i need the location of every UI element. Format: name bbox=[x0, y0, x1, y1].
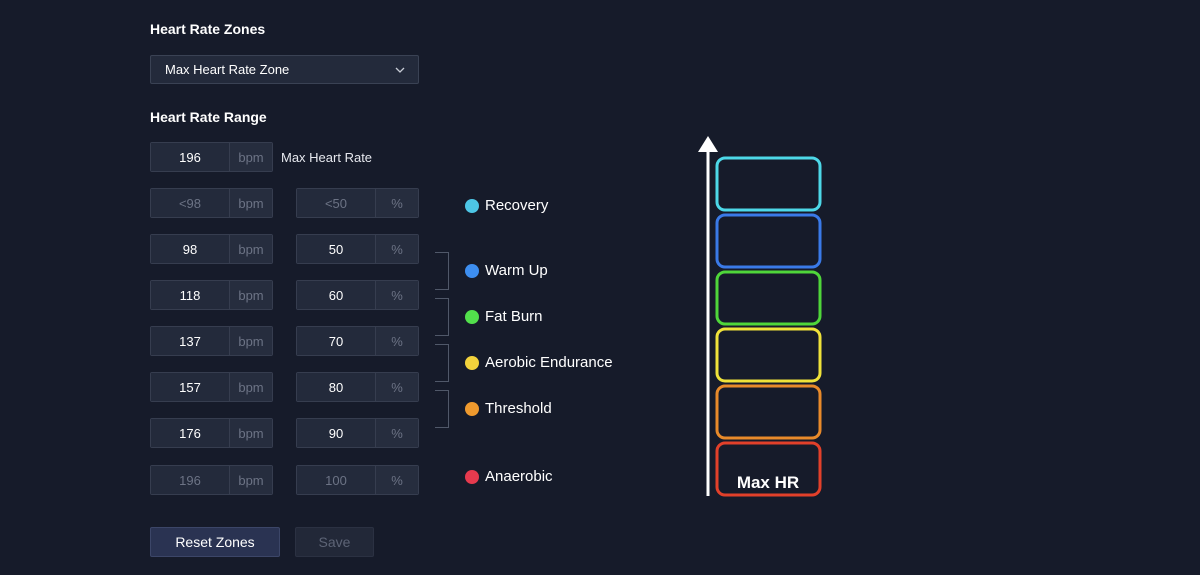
bpm-unit: bpm bbox=[229, 327, 272, 355]
zone-pct-field-4: % bbox=[296, 372, 419, 402]
zone-pct-field-2: % bbox=[296, 280, 419, 310]
save-button[interactable]: Save bbox=[295, 527, 374, 557]
anaerobic-bpm-input bbox=[151, 466, 229, 494]
diagram-box-recovery bbox=[715, 156, 822, 212]
diagram-box-warm-up bbox=[715, 213, 822, 269]
zone-bracket-warm-up bbox=[435, 252, 449, 290]
anaerobic-pct-input bbox=[297, 466, 375, 494]
percent-unit: % bbox=[375, 189, 418, 217]
diagram-box-threshold bbox=[715, 384, 822, 440]
zone-bracket-fat-burn bbox=[435, 298, 449, 336]
heart-rate-range-title: Heart Rate Range bbox=[150, 109, 267, 125]
zone-bpm-field-2: bpm bbox=[150, 280, 273, 310]
bpm-unit: bpm bbox=[229, 373, 272, 401]
zone-label-threshold: Threshold bbox=[465, 400, 552, 417]
zone-label-text: Aerobic Endurance bbox=[485, 354, 613, 371]
zone-pct-input-2[interactable] bbox=[297, 281, 375, 309]
max-heart-rate-label: Max Heart Rate bbox=[281, 150, 373, 165]
threshold-dot-icon bbox=[465, 401, 479, 416]
zone-pct-field-1: % bbox=[296, 234, 419, 264]
bpm-unit: bpm bbox=[229, 189, 272, 217]
zone-bpm-field-5: bpm bbox=[150, 418, 273, 448]
recovery-bpm-field: bpm bbox=[150, 188, 273, 218]
zone-bpm-input-5[interactable] bbox=[151, 419, 229, 447]
zone-bpm-input-1[interactable] bbox=[151, 235, 229, 263]
zone-label-text: Fat Burn bbox=[485, 308, 543, 325]
diagram-box-aerobic bbox=[715, 327, 822, 383]
zone-bpm-field-3: bpm bbox=[150, 326, 273, 356]
max-heart-rate-field: bpm bbox=[150, 142, 273, 172]
arrow-up-icon bbox=[698, 136, 718, 152]
zone-bpm-field-1: bpm bbox=[150, 234, 273, 264]
bpm-unit: bpm bbox=[229, 235, 272, 263]
percent-unit: % bbox=[375, 281, 418, 309]
bpm-unit: bpm bbox=[229, 466, 272, 494]
zone-bpm-input-3[interactable] bbox=[151, 327, 229, 355]
heart-rate-zones-title: Heart Rate Zones bbox=[150, 21, 266, 37]
zone-bracket-threshold bbox=[435, 390, 449, 428]
zone-pct-input-4[interactable] bbox=[297, 373, 375, 401]
warm-up-dot-icon bbox=[465, 263, 479, 278]
zone-label-fat-burn: Fat Burn bbox=[465, 308, 543, 325]
zone-bpm-input-4[interactable] bbox=[151, 373, 229, 401]
zone-bpm-input-2[interactable] bbox=[151, 281, 229, 309]
fat-burn-dot-icon bbox=[465, 309, 479, 324]
zone-label-recovery: Recovery bbox=[465, 197, 548, 214]
zone-pct-field-5: % bbox=[296, 418, 419, 448]
bpm-unit: bpm bbox=[229, 143, 272, 171]
recovery-bpm-input bbox=[151, 189, 229, 217]
recovery-pct-input bbox=[297, 189, 375, 217]
zone-bracket-aerobic bbox=[435, 344, 449, 382]
zone-label-aerobic-endurance: Aerobic Endurance bbox=[465, 354, 613, 371]
zone-label-text: Anaerobic bbox=[485, 468, 553, 485]
anaerobic-dot-icon bbox=[465, 469, 479, 484]
recovery-dot-icon bbox=[465, 198, 479, 213]
percent-unit: % bbox=[375, 466, 418, 494]
zone-label-text: Recovery bbox=[485, 197, 549, 214]
percent-unit: % bbox=[375, 235, 418, 263]
zone-type-select[interactable]: Max Heart Rate Zone bbox=[150, 55, 419, 84]
zone-pct-field-3: % bbox=[296, 326, 419, 356]
zone-label-text: Warm Up bbox=[485, 262, 548, 279]
anaerobic-bpm-field: bpm bbox=[150, 465, 273, 495]
zone-pct-input-1[interactable] bbox=[297, 235, 375, 263]
diagram-box-anaerobic bbox=[715, 441, 822, 497]
anaerobic-pct-field: % bbox=[296, 465, 419, 495]
zone-stack-diagram: Max HR bbox=[698, 136, 822, 497]
max-heart-rate-input[interactable] bbox=[151, 143, 229, 171]
max-hr-label: Max HR bbox=[737, 473, 799, 492]
percent-unit: % bbox=[375, 419, 418, 447]
percent-unit: % bbox=[375, 373, 418, 401]
zone-type-select-value: Max Heart Rate Zone bbox=[165, 62, 290, 77]
zone-label-anaerobic: Anaerobic bbox=[465, 468, 553, 485]
chevron-down-icon bbox=[395, 67, 405, 73]
bpm-unit: bpm bbox=[229, 419, 272, 447]
zone-bpm-field-4: bpm bbox=[150, 372, 273, 402]
zone-pct-input-3[interactable] bbox=[297, 327, 375, 355]
percent-unit: % bbox=[375, 327, 418, 355]
zone-label-warm-up: Warm Up bbox=[465, 262, 548, 279]
zone-label-text: Threshold bbox=[485, 400, 552, 417]
reset-zones-button[interactable]: Reset Zones bbox=[150, 527, 280, 557]
diagram-box-fat-burn bbox=[715, 270, 822, 326]
bpm-unit: bpm bbox=[229, 281, 272, 309]
zone-pct-input-5[interactable] bbox=[297, 419, 375, 447]
recovery-pct-field: % bbox=[296, 188, 419, 218]
aerobic-endurance-dot-icon bbox=[465, 355, 479, 370]
